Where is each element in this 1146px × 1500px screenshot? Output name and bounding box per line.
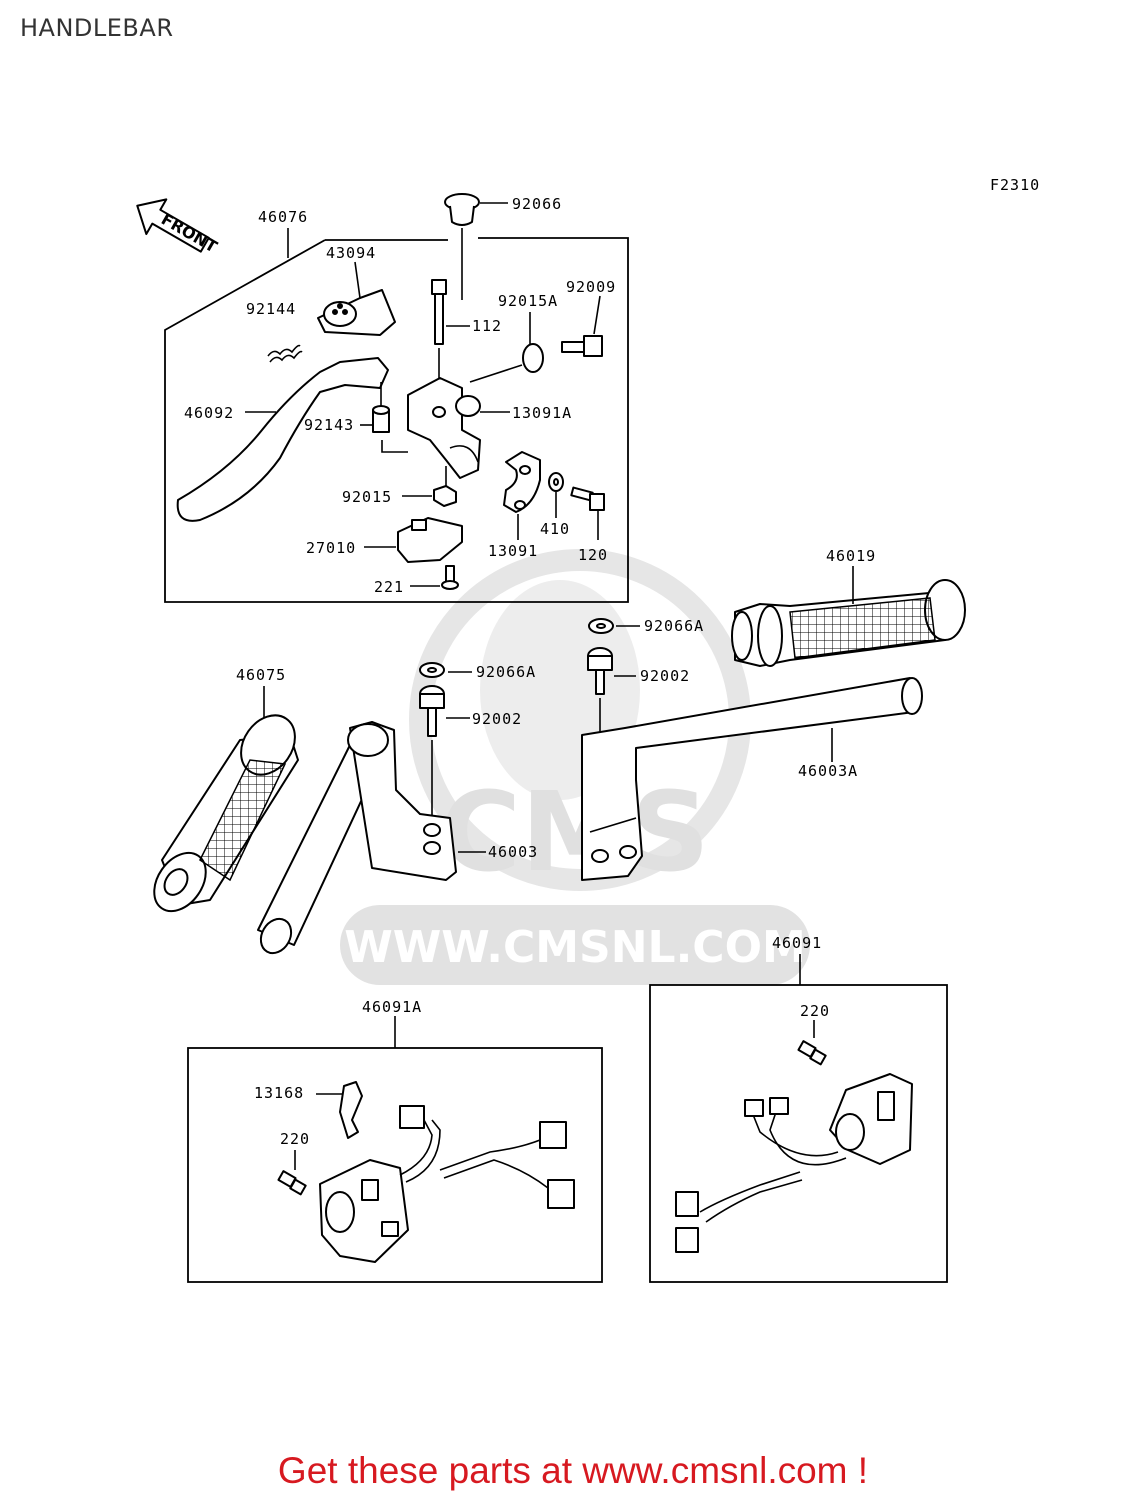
left-switch-housing-icon <box>319 1105 575 1263</box>
part-label-46019: 46019 <box>826 547 876 565</box>
part-label-92066A-right: 92066A <box>644 617 704 635</box>
part-label-46075: 46075 <box>236 666 286 684</box>
part-label-220-right: 220 <box>800 1002 830 1020</box>
nut-92015: 92015 <box>342 466 457 507</box>
adjuster-43094: 43094 <box>317 244 396 336</box>
part-label-46091A: 46091A <box>362 998 422 1016</box>
switch-27010: 27010 <box>306 517 463 563</box>
cap-92066: 92066 <box>444 193 562 300</box>
part-label-92066A-left: 92066A <box>476 663 536 681</box>
part-label-221: 221 <box>374 578 404 596</box>
bolt-120: 120 <box>570 486 608 564</box>
bushing-92143: 92143 <box>304 382 390 434</box>
grip-right-46019: 46019 <box>731 547 966 667</box>
right-switch-box-46091: 46091 220 <box>649 934 948 1283</box>
promo-link[interactable]: Get these parts at www.cmsnl.com ! <box>277 1450 869 1491</box>
lever-holder-13091A: 13091A <box>381 377 572 479</box>
washer-92066A-right: 92066A <box>588 617 704 635</box>
part-label-46003: 46003 <box>488 843 538 861</box>
clutch-lever-46092: 46092 <box>176 357 389 522</box>
screw-221: 221 <box>374 565 459 596</box>
part-label-13168: 13168 <box>254 1084 304 1102</box>
clip-13168-icon <box>339 1081 363 1139</box>
screw-220-left-icon <box>277 1170 307 1196</box>
part-label-27010: 27010 <box>306 539 356 557</box>
part-label-120: 120 <box>578 546 608 564</box>
watermark-url: WWW.CMSNL.COM <box>344 922 806 973</box>
part-label-112: 112 <box>472 317 502 335</box>
watermark-brand: CMS <box>440 768 709 896</box>
handlebar-right-46003A: 46003A <box>581 677 923 881</box>
left-switch-box-46091A: 46091A 13168 220 <box>187 998 603 1283</box>
handlebar-exploded-diagram: CMS WWW.CMSNL.COM F2310 FRONT 46076 9206… <box>136 176 1040 1283</box>
right-switch-housing-icon <box>675 1073 913 1253</box>
washer-410: 410 <box>540 472 570 538</box>
part-label-46091: 46091 <box>772 934 822 952</box>
part-label-92015A: 92015A <box>498 292 558 310</box>
part-label-46092: 46092 <box>184 404 234 422</box>
clutch-lever-assembly-box: 46076 <box>164 208 629 603</box>
part-label-92002-right: 92002 <box>640 667 690 685</box>
part-label-43094: 43094 <box>326 244 376 262</box>
figure-code: F2310 <box>990 176 1040 194</box>
part-label-92144: 92144 <box>246 300 296 318</box>
clamp-13091: 13091 <box>488 451 541 560</box>
part-label-220-left: 220 <box>280 1130 310 1148</box>
part-label-92009: 92009 <box>566 278 616 296</box>
cmsnl-watermark: CMS WWW.CMSNL.COM <box>340 549 810 985</box>
grip-left-46075: 46075 <box>153 666 299 913</box>
front-arrow-icon: FRONT <box>136 198 221 256</box>
page-title: HANDLEBAR <box>20 14 174 42</box>
part-label-13091: 13091 <box>488 542 538 560</box>
part-label-92143: 92143 <box>304 416 354 434</box>
part-label-46003A: 46003A <box>798 762 858 780</box>
spring-92144: 92144 <box>246 300 303 363</box>
part-label-92015: 92015 <box>342 488 392 506</box>
nut-92015A: 92015A <box>469 292 558 383</box>
bolt-92002-left: 92002 <box>419 685 522 824</box>
part-label-46076: 46076 <box>258 208 308 226</box>
screw-220-right-icon <box>797 1040 827 1066</box>
washer-92066A-left: 92066A <box>419 662 536 681</box>
part-label-92066: 92066 <box>512 195 562 213</box>
part-label-410: 410 <box>540 520 570 538</box>
part-label-92002-left: 92002 <box>472 710 522 728</box>
bolt-112: 112 <box>431 279 502 398</box>
handlebar-left-46003: 46003 <box>257 721 538 955</box>
part-label-13091A: 13091A <box>512 404 572 422</box>
screw-92009: 92009 <box>561 278 616 357</box>
